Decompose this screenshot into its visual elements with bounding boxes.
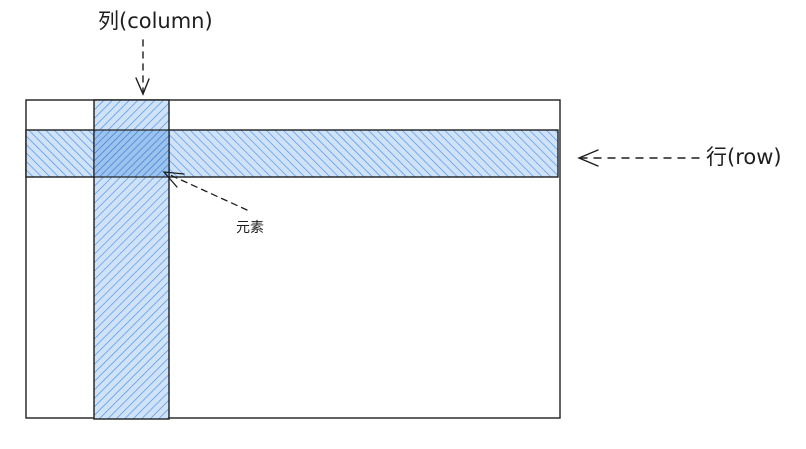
row-arrow [577, 149, 704, 167]
element-cell [94, 130, 169, 177]
element-label: 元素 [236, 220, 264, 236]
element-arrow [162, 171, 248, 211]
row-label: 行(row) [706, 145, 782, 169]
element-cell-outline [93, 129, 170, 178]
column-arrow [135, 39, 150, 96]
column-label: 列(column) [98, 9, 213, 33]
